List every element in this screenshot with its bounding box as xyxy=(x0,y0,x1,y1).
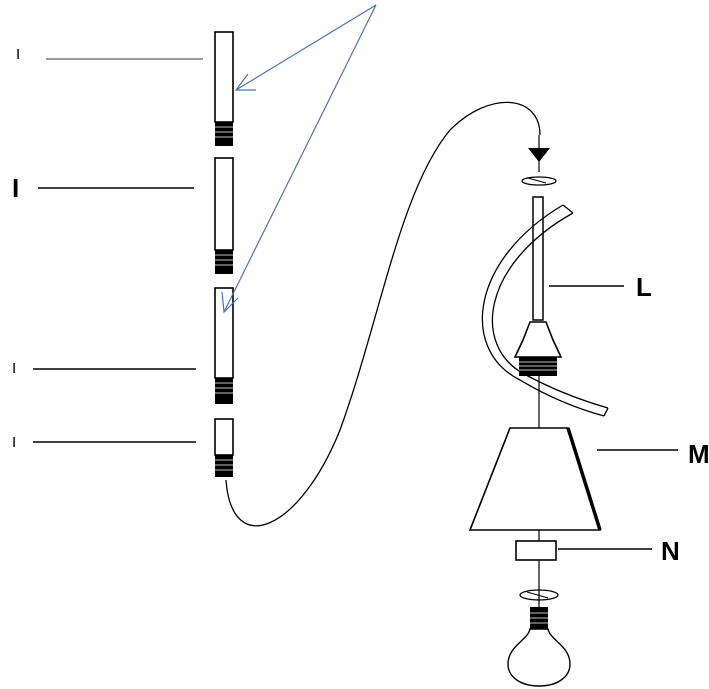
curved-stem xyxy=(481,204,609,417)
light-bulb xyxy=(507,607,571,687)
shade-label: M xyxy=(688,439,709,469)
tube-1-label: I xyxy=(16,46,20,63)
bottom-rotation-ring xyxy=(519,589,559,601)
ring-nut xyxy=(515,540,557,561)
central-rod xyxy=(532,196,544,321)
lamp-shade xyxy=(468,427,602,531)
tube-segment-3 xyxy=(214,287,234,404)
pointer-arrow-upper-head xyxy=(234,73,256,91)
pointer-arrows xyxy=(221,4,377,314)
tube-leader-lines xyxy=(33,58,203,443)
tube-segments xyxy=(214,31,234,477)
rod-label: L xyxy=(636,272,652,302)
pointer-arrow-lower-head xyxy=(221,291,239,314)
socket-cap xyxy=(513,321,563,376)
tube-segment-4 xyxy=(214,418,234,477)
tube-segment-1 xyxy=(214,31,234,146)
top-rotation-ring xyxy=(521,176,557,186)
connecting-cable xyxy=(225,101,541,527)
lamp-assembly: L M N xyxy=(468,135,709,687)
pointer-arrow-lower xyxy=(223,4,377,313)
tube-4-label: I xyxy=(12,434,16,451)
tube-3-label: I xyxy=(12,360,16,377)
tube-2-label: I xyxy=(12,173,19,203)
tube-segment-2 xyxy=(214,157,234,274)
ring-label: N xyxy=(661,536,680,566)
pointer-arrow-upper xyxy=(235,4,377,91)
